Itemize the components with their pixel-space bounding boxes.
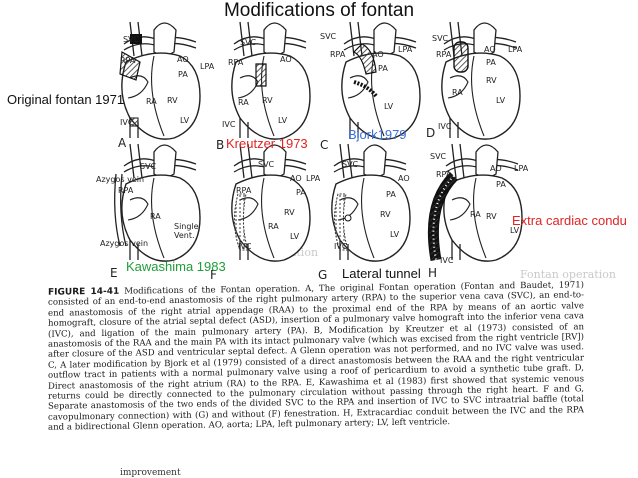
- panel-letter-a: A: [118, 136, 127, 150]
- label-original-fontan: Original fontan 1971: [7, 92, 125, 107]
- diagram-d: [441, 21, 521, 140]
- anat-ivc-h: IVC: [440, 256, 454, 265]
- label-bjork: Bjork1979: [348, 127, 407, 142]
- panel-letter-d: D: [426, 126, 436, 140]
- anat-azygos-e: Azygos vein: [96, 175, 145, 184]
- anat-ivc-b: IVC: [222, 120, 236, 129]
- diagram-a: [119, 21, 201, 140]
- label-kreutzer: Kreutzer 1973: [226, 136, 308, 151]
- anat-pa-f: PA: [296, 188, 306, 197]
- anat-ra-d: RA: [452, 88, 463, 97]
- anat-rpa-c: RPA: [330, 50, 346, 59]
- anat-single-vent: Single Vent.: [174, 222, 199, 240]
- anat-ao: AO: [177, 55, 189, 64]
- anat-lpa-f: LPA: [306, 174, 321, 183]
- diagram-b: [231, 21, 311, 140]
- anat-ra-f: RA: [268, 222, 279, 231]
- diagram-e: [114, 143, 201, 262]
- anat-rv-g: RV: [380, 210, 391, 219]
- anat-lv-g: LV: [390, 230, 400, 239]
- anat-lpa-h: LPA: [514, 164, 529, 173]
- anat-ivc-f: IVC: [238, 242, 252, 251]
- panel-letter-f: F: [210, 268, 217, 282]
- anat-svc-e: SVC: [140, 162, 157, 171]
- anat-rv-d: RV: [486, 76, 497, 85]
- anat-ivc-d: IVC: [438, 122, 452, 131]
- anat-lv-h: LV: [510, 226, 520, 235]
- anat-lpa-c: LPA: [398, 45, 413, 54]
- anat-rv-b: RV: [262, 96, 273, 105]
- diagram-h: [427, 143, 523, 262]
- anat-svc-d: SVC: [432, 34, 449, 43]
- anat-rpa-b: RPA: [228, 58, 244, 67]
- anat-svc-c: SVC: [320, 32, 337, 41]
- anat-lv-b: LV: [278, 116, 288, 125]
- anat-ivc-g: IVC: [334, 242, 348, 251]
- footer-fragment: improvement: [120, 468, 181, 478]
- anat-svc-b: SVC: [240, 38, 257, 47]
- anat-rpa-d: RPA: [436, 50, 452, 59]
- anat-ra-b: RA: [238, 98, 249, 107]
- anat-ra-h: RA: [470, 210, 481, 219]
- label-extra-cardiac: Extra cardiac condu: [512, 213, 627, 228]
- panel-letter-e: E: [110, 266, 118, 280]
- anat-svc-g: SVC: [342, 160, 359, 169]
- anat-lv: LV: [180, 116, 190, 125]
- anat-ivc: IVC: [120, 118, 134, 127]
- diagram-c: [341, 21, 421, 140]
- anat-lv-d: LV: [496, 96, 506, 105]
- anat-ao-b: AO: [280, 55, 292, 64]
- anat-ra: RA: [146, 97, 157, 106]
- figure-caption-text: Modifications of the Fontan operation. A…: [48, 280, 585, 434]
- slide-title: Modifications of fontan: [223, 0, 415, 21]
- diagram-g: [331, 143, 411, 262]
- figure-caption: FIGURE 14-41 Modifications of the Fontan…: [48, 280, 584, 433]
- anat-pa-c: PA: [378, 64, 388, 73]
- label-lateral-tunnel: Lateral tunnel: [342, 266, 421, 281]
- panel-letter-c: C: [320, 138, 329, 152]
- anat-ra-e: RA: [150, 212, 161, 221]
- panel-letter-h: H: [428, 266, 438, 280]
- panel-letter-g: G: [318, 268, 328, 282]
- anat-rpa: RPA: [120, 56, 136, 65]
- anat-pa-d: PA: [486, 58, 496, 67]
- anat-ao-d: AO: [484, 45, 496, 54]
- anat-ao-c: AO: [372, 50, 384, 59]
- anat-azygos-e2: Azygos vein: [100, 239, 149, 248]
- anat-lv-f: LV: [290, 232, 300, 241]
- anat-pa-h: PA: [496, 180, 506, 189]
- label-kawashima: Kawashima 1983: [126, 259, 226, 274]
- anat-rv: RV: [167, 96, 178, 105]
- anat-ao-f: AO: [290, 174, 302, 183]
- anat-rv-f: RV: [284, 208, 295, 217]
- ghost-text-2: Fontan operation: [520, 268, 616, 281]
- anat-rv-h: RV: [486, 212, 497, 221]
- anat-pa: PA: [178, 70, 188, 79]
- panel-letter-b: B: [216, 138, 225, 152]
- anat-rpa-f: RPA: [236, 186, 252, 195]
- anat-svc-h: SVC: [430, 152, 447, 161]
- anat-svc-f: SVC: [258, 160, 275, 169]
- anat-ao-h: AO: [490, 164, 502, 173]
- anat-rpa-h: RPA: [436, 170, 452, 179]
- anat-rpa-e: RPA: [118, 186, 134, 195]
- anat-lpa: LPA: [200, 62, 215, 71]
- anat-ao-g: AO: [398, 174, 410, 183]
- diagram-f: [231, 143, 311, 262]
- anat-svc: SVC: [123, 35, 140, 44]
- anat-pa-g: PA: [386, 190, 396, 199]
- anat-lpa-d: LPA: [508, 45, 523, 54]
- anat-lv-c: LV: [384, 102, 394, 111]
